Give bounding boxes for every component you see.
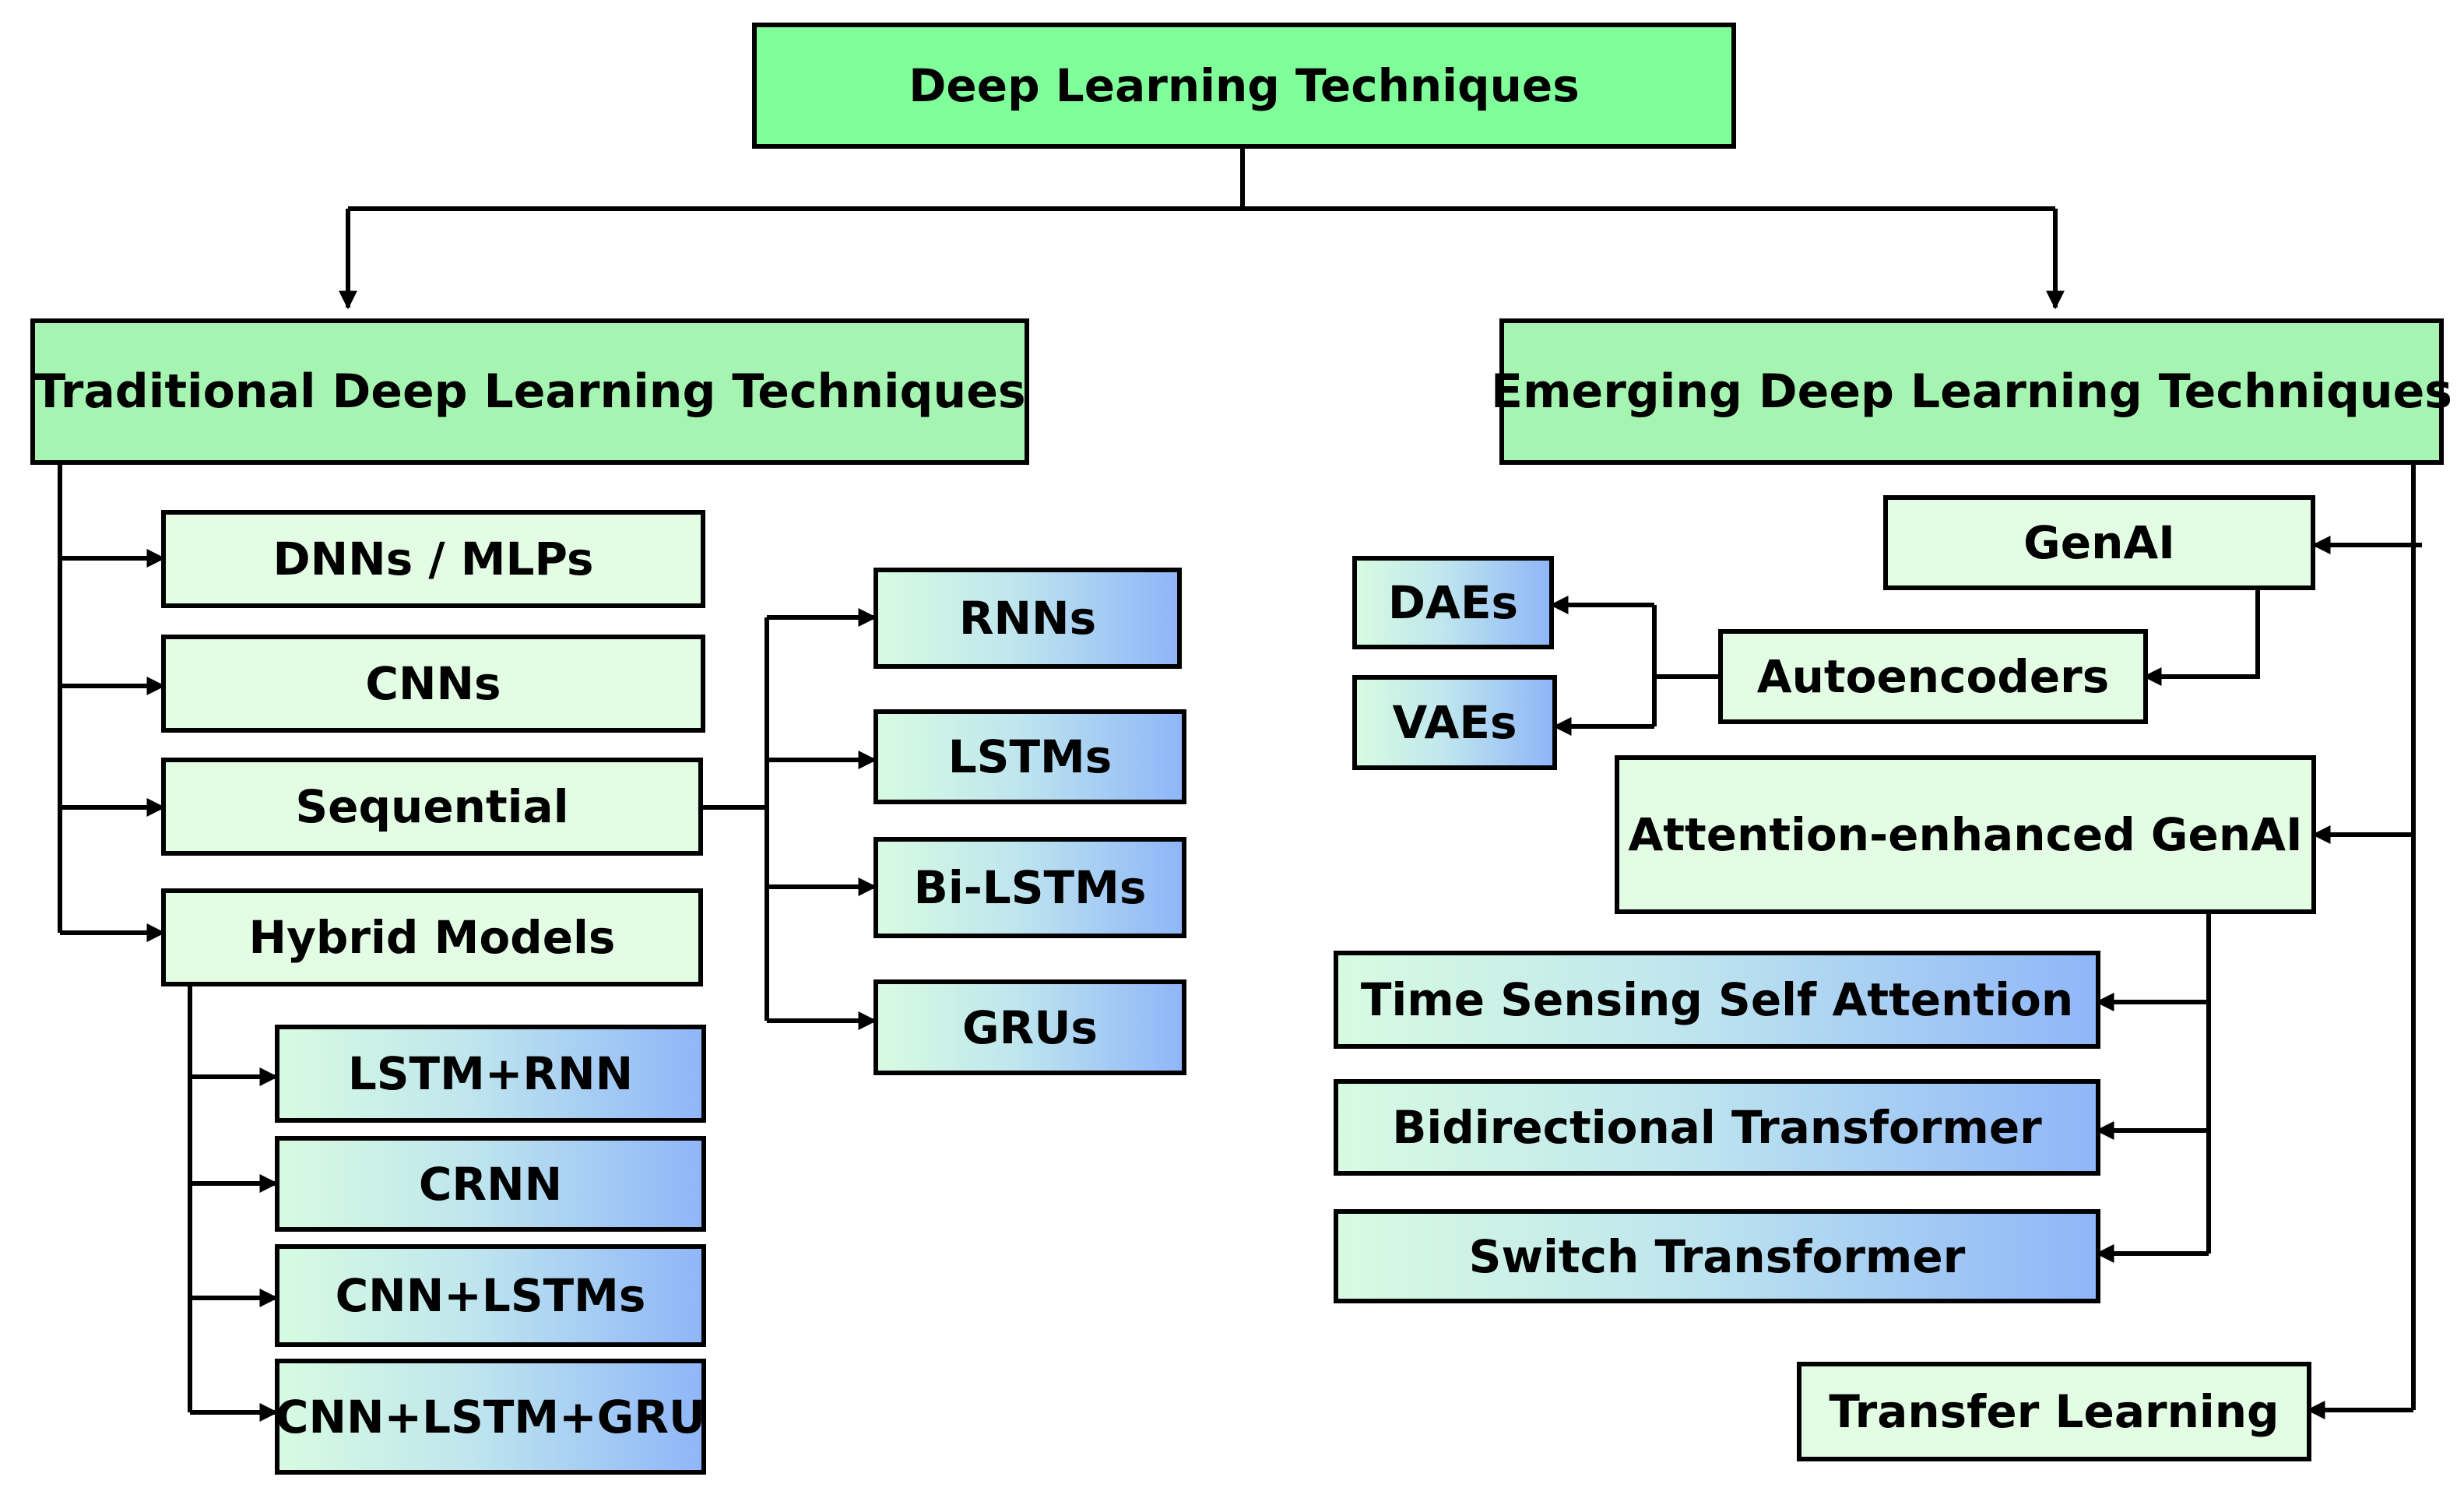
dnns-node: DNNs / MLPs xyxy=(161,510,705,608)
switch-transformer-label: Switch Transformer xyxy=(1468,1229,1966,1283)
hybrid-node: Hybrid Models xyxy=(161,888,703,986)
genai-node: GenAI xyxy=(1883,495,2315,590)
bidirectional-label: Bidirectional Transformer xyxy=(1392,1101,2042,1154)
arrow-to-autoencoders xyxy=(2142,589,2260,686)
cnn-lstm-gru-node: CNN+LSTM+GRU xyxy=(275,1359,706,1475)
hybrid-label: Hybrid Models xyxy=(248,911,616,964)
sequential-label: Sequential xyxy=(295,780,569,833)
transfer-learning-label: Transfer Learning xyxy=(1829,1385,2279,1438)
root-label: Deep Learning Techniques xyxy=(909,59,1580,112)
emerging-node: Emerging Deep Learning Techniques xyxy=(1491,318,2452,465)
switch-transformer-node: Switch Transformer xyxy=(1334,1209,2100,1303)
autoencoders-label: Autoencoders xyxy=(1756,650,2110,703)
dnns-label: DNNs / MLPs xyxy=(272,533,594,585)
time-sensing-label: Time Sensing Self Attention xyxy=(1360,973,2074,1026)
cnn-lstms-node: CNN+LSTMs xyxy=(275,1244,706,1347)
vaes-label: VAEs xyxy=(1392,696,1517,749)
bidirectional-node: Bidirectional Transformer xyxy=(1334,1079,2100,1176)
traditional-node: Traditional Deep Learning Techniques xyxy=(30,318,1029,465)
vaes-node: VAEs xyxy=(1352,675,1557,770)
grus-node: GRUs xyxy=(873,979,1186,1075)
daes-label: DAEs xyxy=(1387,576,1519,629)
crnn-label: CRNN xyxy=(418,1157,563,1211)
sequential-node: Sequential xyxy=(161,758,703,856)
transfer-learning-node: Transfer Learning xyxy=(1797,1362,2311,1461)
attention-label: Attention-enhanced GenAI xyxy=(1628,808,2303,861)
lstms-node: LSTMs xyxy=(873,709,1186,804)
daes-node: DAEs xyxy=(1352,556,1554,649)
attention-node: Attention-enhanced GenAI xyxy=(1615,755,2316,914)
cnn-lstm-gru-label: CNN+LSTM+GRU xyxy=(275,1390,706,1444)
cnns-label: CNNs xyxy=(365,657,501,710)
rnns-node: RNNs xyxy=(873,568,1182,669)
lstms-label: LSTMs xyxy=(947,730,1112,783)
rnns-label: RNNs xyxy=(958,592,1097,645)
cnn-lstms-label: CNN+LSTMs xyxy=(335,1269,646,1322)
lstm-rnn-node: LSTM+RNN xyxy=(275,1025,706,1123)
emerging-label: Emerging Deep Learning Techniques xyxy=(1491,364,2453,419)
genai-label: GenAI xyxy=(2023,516,2175,569)
lstm-rnn-label: LSTM+RNN xyxy=(347,1047,634,1100)
cnns-node: CNNs xyxy=(161,635,705,733)
bilstms-node: Bi-LSTMs xyxy=(873,837,1186,938)
time-sensing-node: Time Sensing Self Attention xyxy=(1334,951,2100,1049)
autoencoders-node: Autoencoders xyxy=(1718,629,2148,724)
bilstms-label: Bi-LSTMs xyxy=(913,861,1147,914)
traditional-label: Traditional Deep Learning Techniques xyxy=(33,364,1026,419)
root-node: Deep Learning Techniques xyxy=(752,23,1736,149)
crnn-node: CRNN xyxy=(275,1136,706,1232)
grus-label: GRUs xyxy=(962,1000,1098,1054)
